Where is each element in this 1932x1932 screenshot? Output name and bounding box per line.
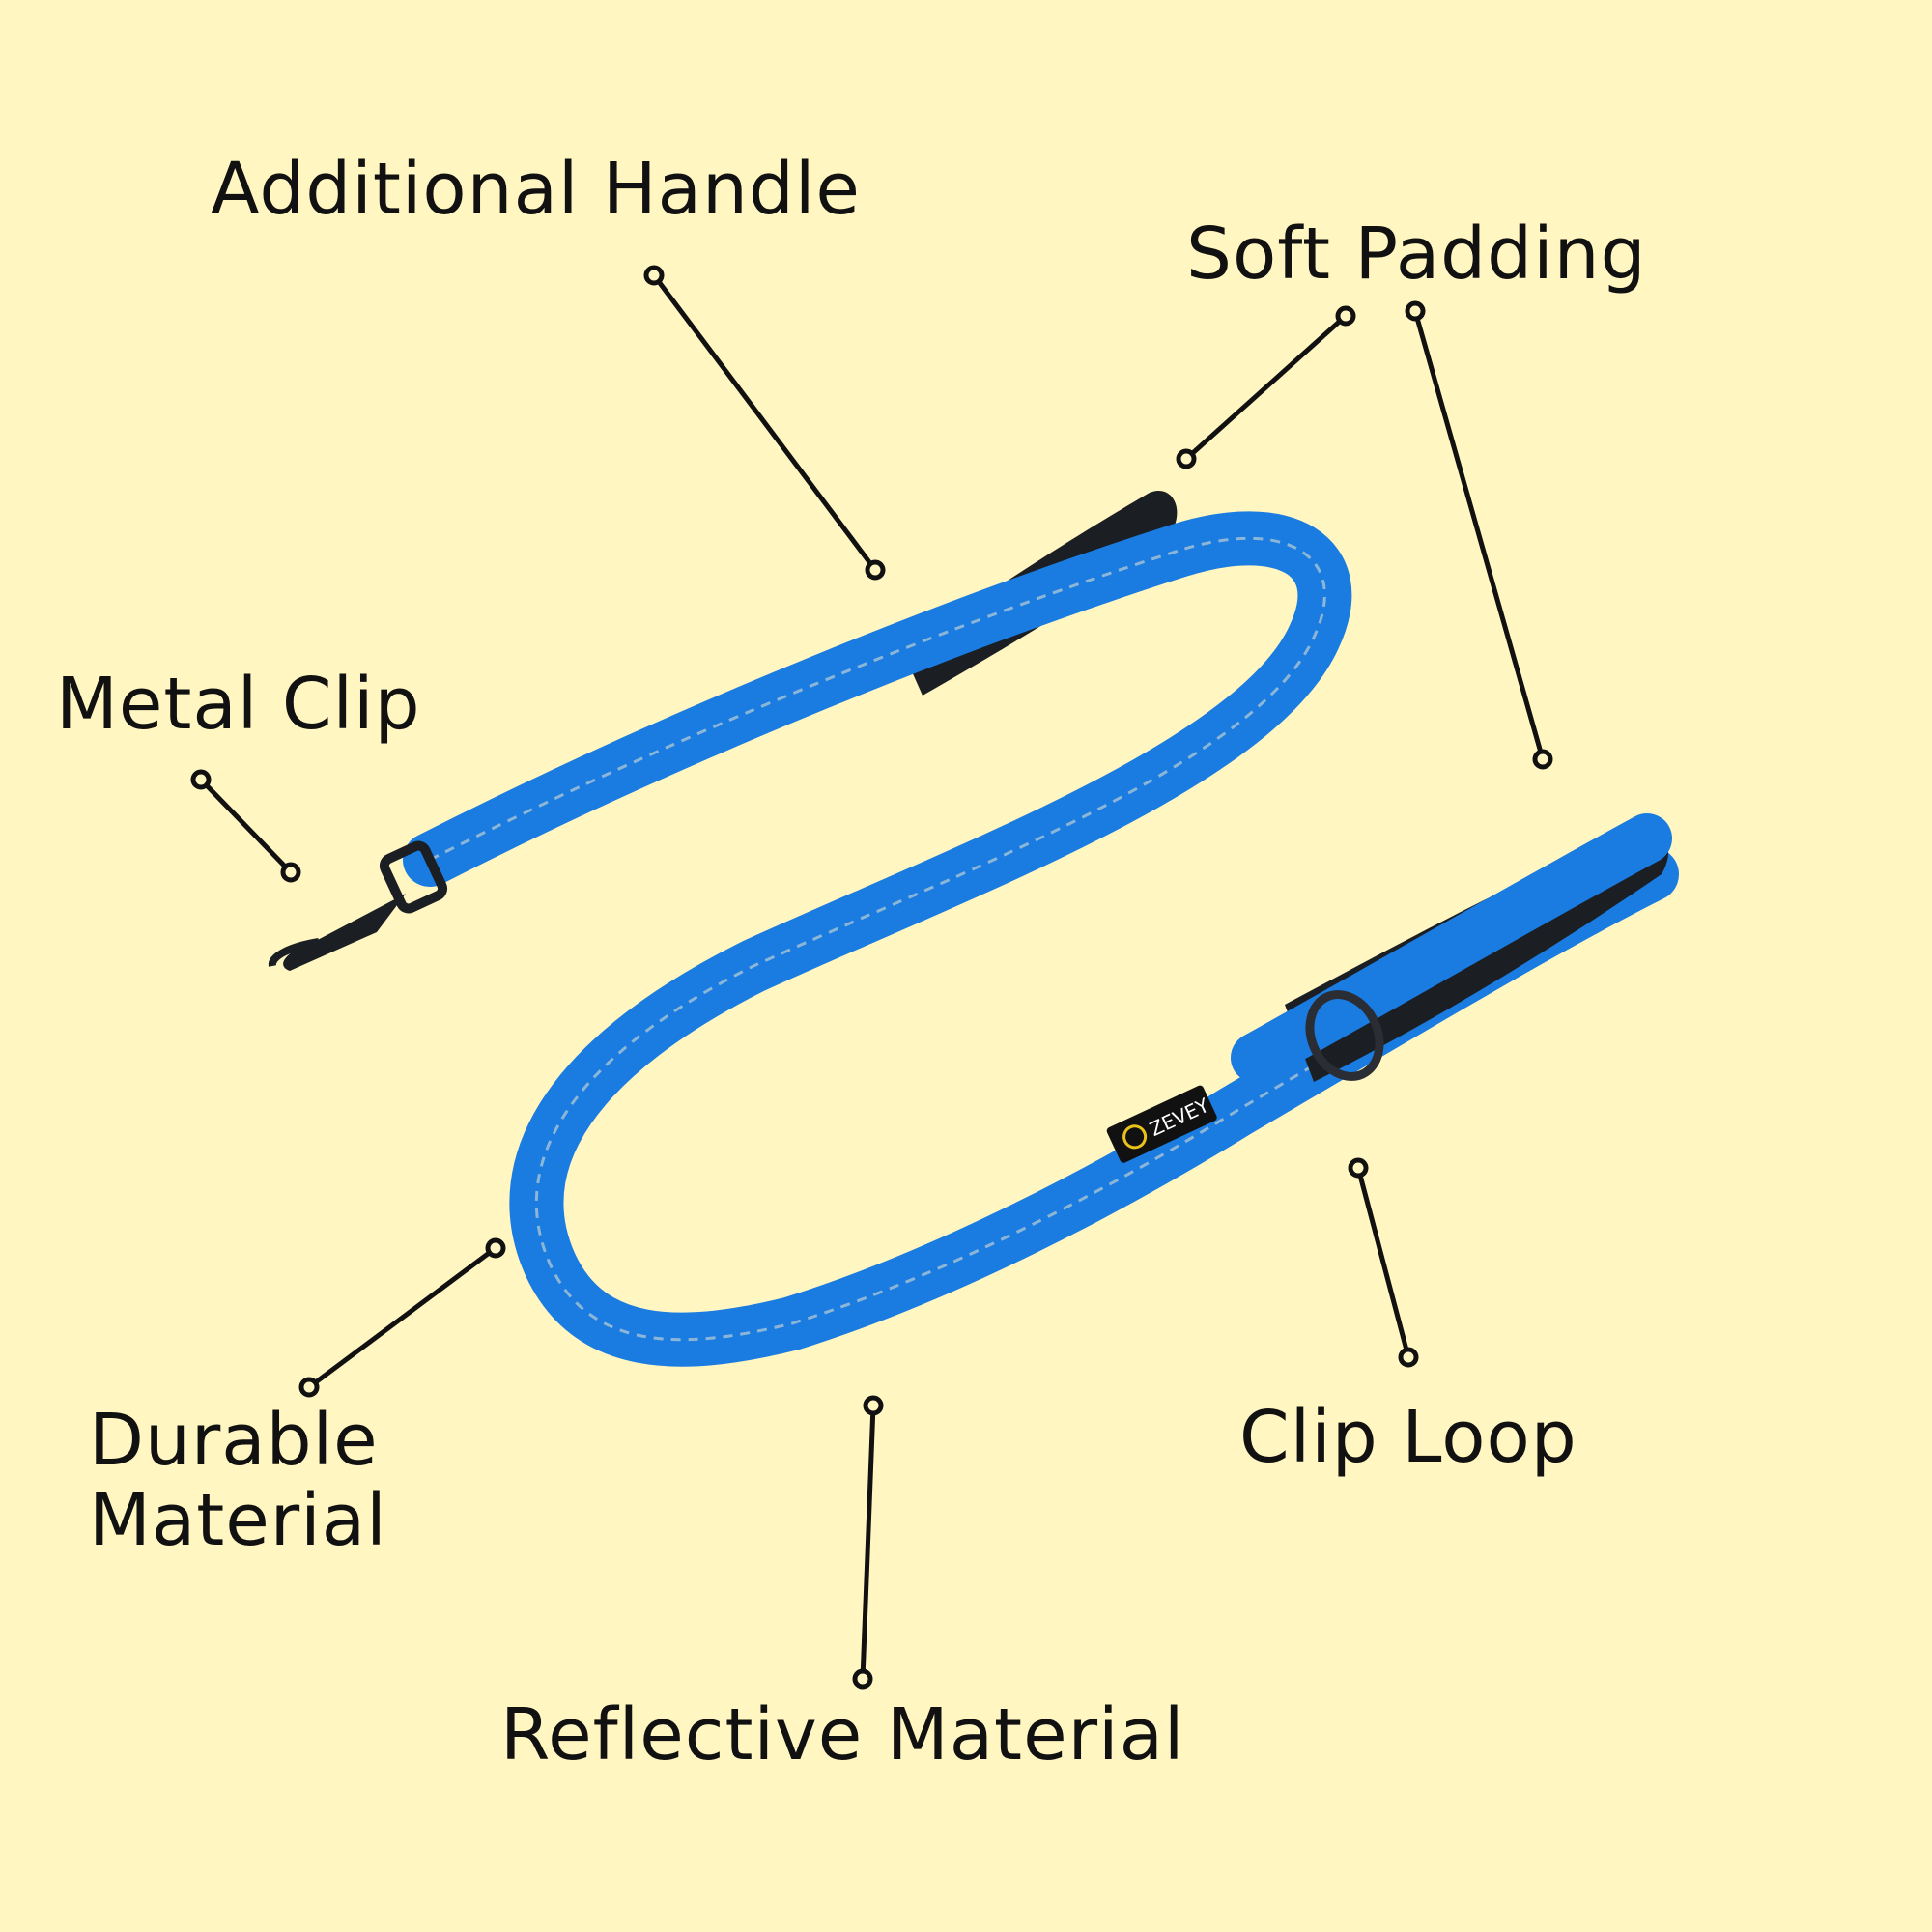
leader-dot	[865, 559, 886, 581]
brand-tag: ZEVEY	[1106, 1085, 1217, 1163]
leader-metal-clip	[199, 778, 293, 874]
leader-dot	[298, 1377, 320, 1398]
leader-clip-loop	[1355, 1167, 1411, 1358]
leader-dot	[643, 265, 665, 286]
label-reflective-material: Reflective Material	[500, 1693, 1185, 1776]
leader-soft-padding-left	[1184, 314, 1348, 461]
leader-lines	[190, 265, 1553, 1690]
leader-dot	[190, 769, 212, 790]
leader-dot	[852, 1668, 873, 1690]
end-handle-strap	[1231, 813, 1672, 1083]
leash: ZEVEY	[269, 491, 1679, 1367]
metal-clip	[269, 840, 448, 971]
leader-durable-material	[307, 1245, 497, 1390]
leader-dot	[485, 1237, 506, 1259]
label-metal-clip: Metal Clip	[56, 663, 421, 746]
leader-dot	[1348, 1157, 1369, 1179]
leader-dot	[1335, 305, 1356, 327]
leader-dot	[1532, 749, 1553, 770]
label-durable-line2: Material	[89, 1478, 387, 1562]
label-additional-handle: Additional Handle	[211, 148, 861, 231]
leader-dot	[1405, 300, 1426, 322]
reflective-stitching	[429, 536, 1653, 1342]
label-durable-material: Durable Material	[89, 1401, 387, 1561]
leader-additional-handle	[652, 273, 877, 572]
label-clip-loop: Clip Loop	[1239, 1396, 1577, 1479]
leader-dot	[280, 862, 301, 883]
d-ring	[1305, 990, 1384, 1081]
leader-dot	[1398, 1347, 1419, 1368]
label-soft-padding: Soft Padding	[1186, 213, 1647, 296]
leader-soft-padding-right	[1412, 310, 1546, 760]
leader-reflective-material	[860, 1405, 876, 1680]
leader-dot	[863, 1395, 884, 1416]
leader-dot	[1176, 448, 1197, 469]
label-durable-line1: Durable	[89, 1399, 379, 1482]
